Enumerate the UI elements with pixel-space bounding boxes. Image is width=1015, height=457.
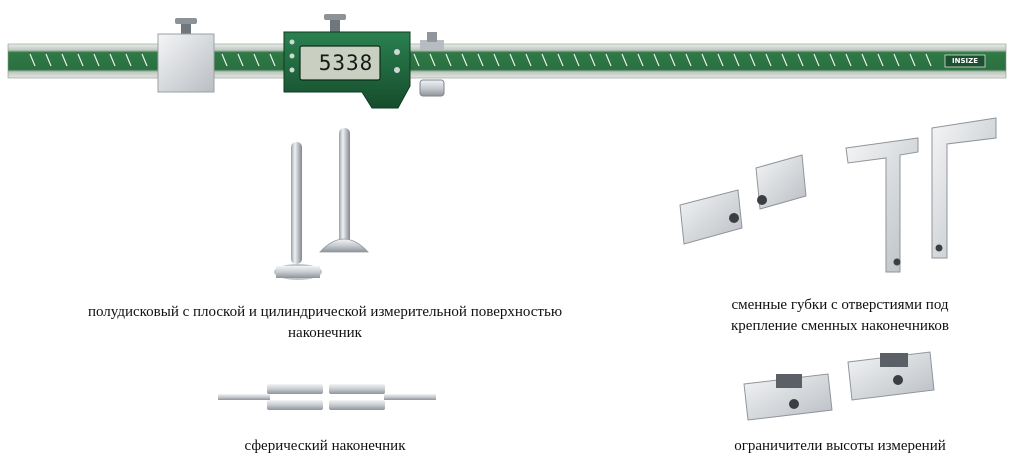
- scale-tick: [77, 53, 84, 67]
- caption-line: полудисковый с плоской и цилиндрической …: [87, 304, 563, 320]
- caption-half-disc-tip: полудисковый с плоской и цилиндрической …: [20, 302, 630, 344]
- scale-tick: [45, 53, 52, 67]
- caption-line: ограничители высоты измерений: [734, 438, 946, 454]
- scale-tick: [509, 53, 516, 67]
- scale-tick: [125, 53, 132, 67]
- scale-tick: [253, 53, 260, 67]
- caption-replaceable-jaws: сменные губки с отверстиями под креплени…: [690, 295, 990, 337]
- caption-height-limiters: ограничители высоты измерений: [690, 436, 990, 457]
- scale-tick: [765, 53, 772, 67]
- scale-tick: [589, 53, 596, 67]
- scale-tick: [477, 53, 484, 67]
- scale-tick: [429, 53, 436, 67]
- scale-tick: [637, 53, 644, 67]
- scale-tick: [733, 53, 740, 67]
- scale-tick: [653, 53, 660, 67]
- scale-tick: [237, 53, 244, 67]
- scale-tick: [925, 53, 932, 67]
- scale-tick: [685, 53, 692, 67]
- digital-display-unit: [283, 14, 445, 109]
- scale-tick: [221, 53, 228, 67]
- scale-tick: [525, 53, 532, 67]
- l-shaped-jaws: [845, 117, 997, 273]
- scale-tick: [557, 53, 564, 67]
- brand-logo-badge: [944, 54, 986, 68]
- caption-line: сменные губки с отверстиями под: [731, 297, 949, 313]
- caption-spherical-tip: сферический наконечник: [200, 436, 450, 457]
- scale-tick: [749, 53, 756, 67]
- scale-tick: [845, 53, 852, 67]
- scale-tick: [93, 53, 100, 67]
- scale-tick: [445, 53, 452, 67]
- caption-line: сферический наконечник: [244, 438, 406, 454]
- lcd-screen: [299, 45, 381, 81]
- half-disc-tips: [274, 128, 369, 280]
- scale-tick: [813, 53, 820, 67]
- scale-tick: [61, 53, 68, 67]
- scale-tick: [621, 53, 628, 67]
- scale-tick: [701, 53, 708, 67]
- spherical-tips: [218, 384, 436, 410]
- brand-logo-text: INSIZE: [952, 57, 978, 65]
- scale-tick: [861, 53, 868, 67]
- lcd-reading: 5338: [318, 51, 374, 75]
- left-slider-block: [157, 18, 215, 93]
- height-limiters: [743, 351, 935, 421]
- caption-line: наконечник: [288, 325, 362, 341]
- scale-tick: [493, 53, 500, 67]
- scale-tick: [461, 53, 468, 67]
- scale-tick: [829, 53, 836, 67]
- scale-tick: [413, 53, 420, 67]
- scale-tick: [541, 53, 548, 67]
- scale-tick: [669, 53, 676, 67]
- scale-tick: [29, 53, 36, 67]
- scale-tick: [909, 53, 916, 67]
- scale-tick: [141, 53, 148, 67]
- scale-tick: [797, 53, 804, 67]
- scale-tick: [109, 53, 116, 67]
- scale-tick: [877, 53, 884, 67]
- scale-tick: [605, 53, 612, 67]
- scale-tick: [573, 53, 580, 67]
- scale-tick: [893, 53, 900, 67]
- caption-line: крепление сменных наконечников: [731, 318, 949, 334]
- scale-tick: [717, 53, 724, 67]
- scale-tick: [781, 53, 788, 67]
- scale-tick: [269, 53, 276, 67]
- replaceable-jaws: [679, 154, 807, 245]
